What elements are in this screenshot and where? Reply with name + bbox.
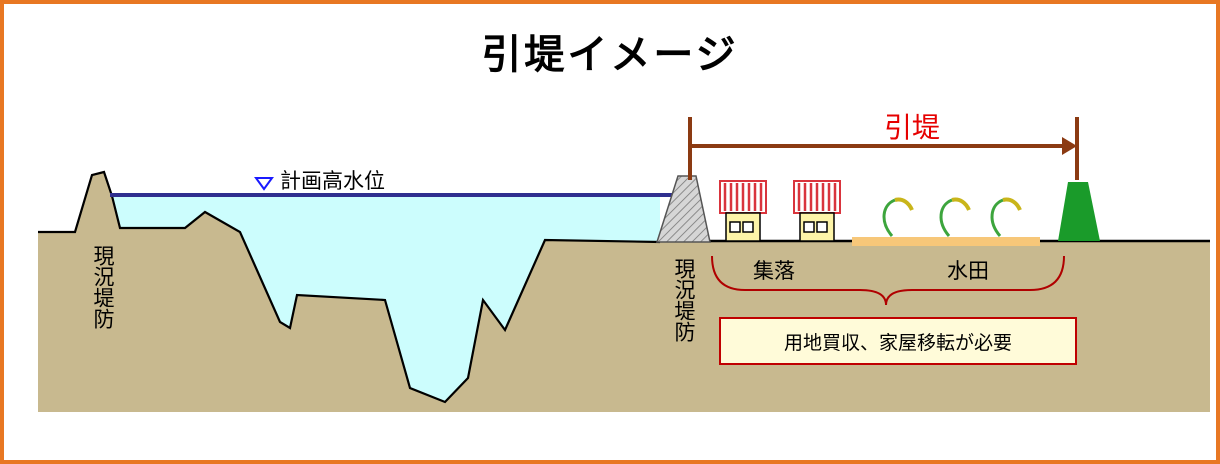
planned-high-water-label: 計画高水位 (280, 169, 385, 193)
settlement-label: 集落 (753, 259, 795, 283)
note-text: 用地買収、家屋移転が必要 (784, 332, 1012, 354)
existing-levee-concrete (655, 175, 711, 243)
note-box (719, 317, 1077, 365)
new-setback-levee (1058, 182, 1100, 241)
rice-plant-icon (990, 197, 1022, 237)
existing-levee-center-label: 現況堤防 (672, 258, 696, 342)
curly-brace (711, 255, 1065, 306)
house-icon (793, 180, 841, 242)
page-title: 引堤イメージ (481, 32, 739, 78)
rice-plant-icon (882, 197, 914, 237)
setback-label: 引堤 (884, 111, 940, 144)
paddy-field-strip (852, 237, 1040, 246)
rice-plant-icon (939, 197, 971, 237)
paddy-field-label: 水田 (947, 259, 989, 283)
water-level-marker-icon (254, 177, 274, 191)
ground-outline (38, 170, 661, 404)
existing-levee-left-label: 現況堤防 (91, 245, 115, 329)
setback-arrow-head (1062, 137, 1077, 155)
house-icon (719, 180, 767, 242)
